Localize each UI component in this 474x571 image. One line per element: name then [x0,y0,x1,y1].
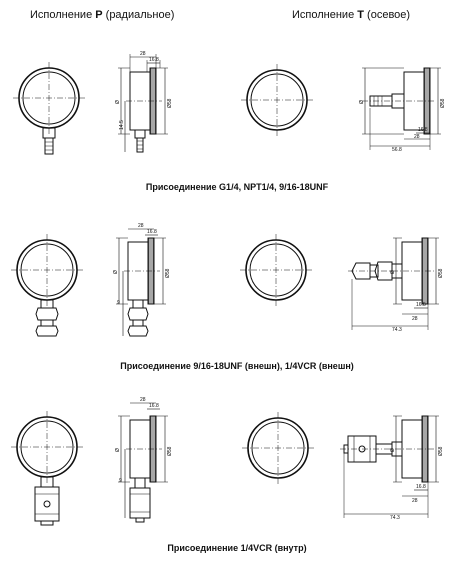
dim-phi: Ø [115,100,121,104]
row2-axial-side-view [348,237,439,330]
dim-28: 28 [414,134,420,140]
header-axial: Исполнение T (осевое) [292,9,410,21]
dim-28: 28 [412,498,418,504]
row2-radial-front-view [11,234,83,337]
dim-14-5: 14.5 [119,120,125,130]
dim-28: 28 [138,223,144,229]
dim-16-8: 16.8 [147,229,157,235]
dim-16-8: 16.8 [416,484,426,490]
dim-phi-58: Ø58 [165,268,171,278]
row2-radial-side-view [116,228,166,337]
dim-16-8: 16.8 [416,302,426,308]
header-radial: Исполнение P (радиальное) [30,9,174,21]
header-radial-letter: P [95,9,103,21]
header-radial-prefix: Исполнение [30,9,96,21]
dim-9: 9 [117,300,120,306]
dim-phi-58: Ø58 [438,446,444,456]
caption-connection-3: Присоединение 1/4VCR (внутр) [167,543,307,553]
row3-radial-front-view [11,411,83,526]
dim-phi: Ø [390,270,396,274]
header-axial-letter: T [357,9,364,21]
row3-radial-side-view [118,402,168,523]
dim-16-8: 16.8 [149,57,159,63]
caption-connection-1: Присоединение G1/4, NPT1/4, 9/16-18UNF [145,182,329,192]
dim-28: 28 [412,316,418,322]
row1-radial-front-view [13,62,85,155]
dim-phi: Ø [115,448,121,452]
dim-28: 28 [140,51,146,57]
dim-phi-58: Ø58 [440,98,446,108]
dim-9: 9 [119,478,122,484]
dimension-labels: 28 16.8 Ø Ø58 14.5 Ø Ø58 16.8 28 56.8 28… [113,51,446,521]
dim-74-3: 74.3 [390,515,400,521]
dim-phi-58: Ø58 [167,446,173,456]
dim-phi: Ø [390,448,396,452]
dim-phi-58: Ø58 [167,98,173,108]
header-axial-suffix: (осевое) [363,9,411,21]
dim-16-8: 16.8 [149,403,159,409]
dim-28: 28 [140,397,146,403]
row1-axial-side-view [362,67,441,150]
row1-radial-side-view [118,54,168,153]
row2-axial-front-view [240,234,312,306]
header-radial-suffix: (радиальное) [102,9,175,21]
dim-56-8: 56.8 [392,147,402,153]
caption-connection-2: Присоединение 9/16-18UNF (внешн), 1/4VCR… [120,361,354,371]
dim-phi: Ø [113,270,119,274]
header-axial-prefix: Исполнение [292,9,358,21]
row1-axial-front-view [241,64,313,136]
dim-16-8: 16.8 [418,127,428,133]
row3-axial-front-view [242,412,314,484]
dim-phi-58: Ø58 [438,268,444,278]
dim-phi: Ø [359,100,365,104]
row3-axial-side-view [340,415,439,518]
dim-74-3: 74.3 [392,327,402,333]
